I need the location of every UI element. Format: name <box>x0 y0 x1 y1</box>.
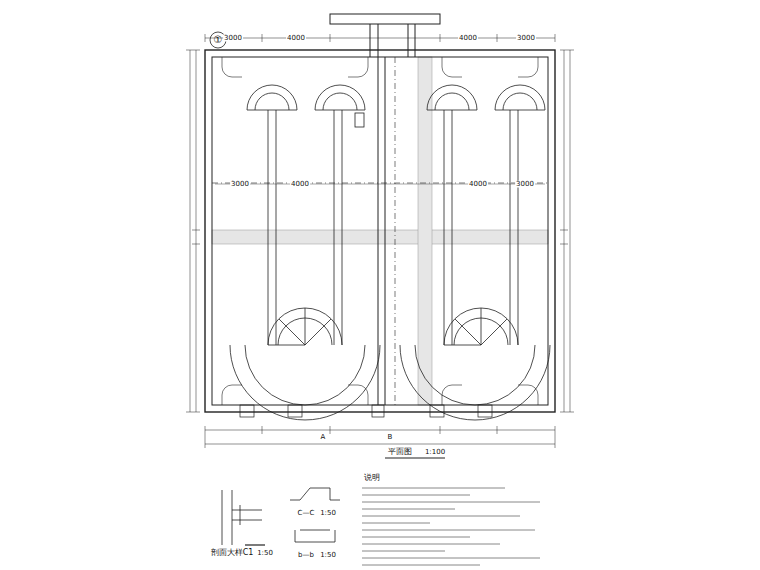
bottom-outlets <box>240 405 492 417</box>
outlet-box <box>478 405 492 417</box>
drawing-label: B <box>387 434 394 441</box>
detail-c1 <box>222 490 262 545</box>
drawing-label: 3000 <box>223 35 243 42</box>
drawing-label: 1:50 <box>319 552 337 559</box>
drawing-label: 剖面大样C1 <box>210 549 255 557</box>
drawing-label: C—C <box>297 510 316 517</box>
notes-text-lines <box>362 488 540 565</box>
detail-b-b <box>295 530 335 542</box>
valve-box <box>355 113 364 127</box>
drawing-label: A <box>320 434 327 441</box>
top-pipe-box <box>330 14 440 24</box>
outlet-box <box>430 405 444 417</box>
detail-c-c <box>290 488 340 500</box>
middle-dimension <box>215 184 545 185</box>
drawing-label: 1:50 <box>256 550 274 557</box>
drawing-label: 3000 <box>515 181 535 188</box>
u-channel <box>444 110 518 345</box>
u-channel <box>268 110 342 345</box>
outlet-box <box>372 405 384 417</box>
drawing-label: 1:100 <box>424 449 446 456</box>
drawing-label: 3000 <box>516 35 536 42</box>
bottom-dimension <box>205 426 555 448</box>
drawing-label: ① <box>213 35 224 45</box>
horizontal-band <box>212 230 548 244</box>
vertical-band <box>418 57 432 405</box>
drawing-label: 1:50 <box>319 510 337 517</box>
bottom-arc <box>400 345 550 420</box>
top-dimension <box>205 34 555 42</box>
top-semicircle <box>495 85 545 110</box>
bottom-arc <box>230 345 380 420</box>
center-line <box>395 57 396 405</box>
title-underline <box>245 544 265 545</box>
top-semicircle <box>247 85 297 110</box>
center-wall <box>378 57 385 405</box>
right-dimension <box>560 50 574 412</box>
detail-drawings <box>222 488 340 545</box>
distribution-channels <box>230 85 550 420</box>
top-semicircle <box>315 85 365 110</box>
fan-distributor <box>268 308 342 345</box>
left-dimension <box>186 50 200 412</box>
outlet-box <box>288 405 302 417</box>
outer-wall <box>205 50 555 412</box>
drawing-label: 4000 <box>286 35 306 42</box>
note-line <box>362 488 540 565</box>
inlet-channel <box>370 24 415 57</box>
outlet-box <box>240 405 254 417</box>
drawing-label: 4000 <box>290 181 310 188</box>
axis-line <box>212 183 548 184</box>
drawing-label: b—b <box>297 552 315 559</box>
drawing-label: 3000 <box>230 181 250 188</box>
top-semicircle <box>427 85 477 110</box>
drawing-label: 平面图 <box>387 448 413 456</box>
drawing-label: 说明 <box>363 474 381 482</box>
drawing-label: 4000 <box>458 35 478 42</box>
dimension-lines <box>186 34 574 448</box>
fan-distributor <box>444 308 518 345</box>
title-underline <box>385 457 445 458</box>
drawing-label: 4000 <box>468 181 488 188</box>
